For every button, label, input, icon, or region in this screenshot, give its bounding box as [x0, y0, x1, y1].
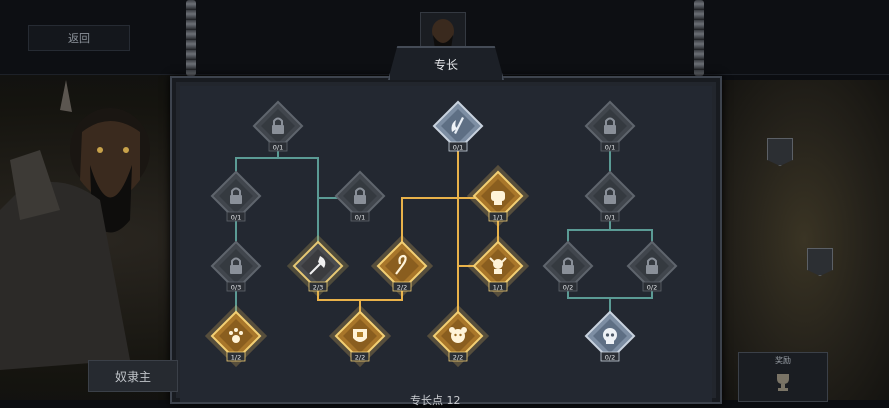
hero-portrait	[0, 80, 150, 370]
back-button[interactable]: 返回	[28, 25, 130, 51]
talent-rank-label: 1/1	[493, 214, 503, 222]
talent-node[interactable]: 0/1	[252, 100, 304, 152]
world-map-backdrop	[719, 80, 889, 400]
beast-icon	[449, 327, 467, 343]
talent-node[interactable]: 1/2	[204, 304, 268, 368]
lock-icon	[354, 187, 366, 204]
lock-icon	[646, 257, 658, 274]
trophy-icon	[777, 374, 789, 391]
talent-rank-label: 2/2	[453, 354, 463, 362]
talent-rank-label: 0/1	[605, 214, 615, 222]
talent-node[interactable]: 1/1	[466, 164, 530, 228]
talent-connections	[235, 146, 653, 336]
lock-icon	[562, 257, 574, 274]
lock-icon	[604, 187, 616, 204]
reward-label: 奖励	[775, 356, 791, 365]
talent-node[interactable]: 0/1	[432, 100, 484, 152]
map-lock-icon	[807, 248, 833, 276]
map-lock-icon	[767, 138, 793, 166]
talent-node[interactable]: 0/1	[334, 170, 386, 222]
lock-icon	[230, 187, 242, 204]
talent-rank-label: 0/2	[647, 284, 657, 292]
talent-node[interactable]: 0/1	[210, 170, 262, 222]
talent-node[interactable]: 2/3	[286, 234, 350, 298]
lock-icon	[272, 117, 284, 134]
talent-node[interactable]: 0/2	[626, 240, 678, 292]
talent-node[interactable]: 2/2	[328, 304, 392, 368]
talent-link	[567, 216, 611, 246]
talent-node[interactable]: 2/2	[370, 234, 434, 298]
talent-node[interactable]: 2/2	[426, 304, 490, 368]
shield-fist-icon	[353, 329, 367, 342]
hero-avatar-icon	[432, 19, 454, 49]
lock-icon	[604, 117, 616, 134]
talent-rank-label: 0/1	[605, 144, 615, 152]
talent-node[interactable]: 0/2	[584, 310, 636, 362]
whip-icon	[395, 254, 407, 275]
talent-link	[235, 146, 279, 176]
reward-button[interactable]: 奖励	[738, 352, 828, 402]
paw-icon	[229, 328, 243, 343]
skull-icon	[603, 328, 617, 344]
talent-rank-label: 0/1	[453, 144, 463, 152]
talent-node[interactable]: 0/2	[542, 240, 594, 292]
talent-link	[610, 229, 653, 246]
talent-points-label: 专长点 12	[410, 394, 461, 407]
chain-left	[186, 0, 196, 76]
talent-rank-label: 1/1	[493, 284, 503, 292]
talent-node[interactable]: 1/1	[466, 234, 530, 298]
talent-rank-label: 2/3	[313, 284, 323, 292]
talent-rank-label: 0/3	[231, 284, 241, 292]
talent-rank-label: 2/2	[355, 354, 365, 362]
talent-rank-label: 0/2	[605, 354, 615, 362]
flame-sword-icon	[451, 117, 464, 134]
chain-right	[694, 0, 704, 76]
talent-rank-label: 2/2	[397, 284, 407, 292]
talent-link	[567, 286, 653, 299]
talent-rank-label: 0/2	[563, 284, 573, 292]
tab-specialty[interactable]: 专长	[388, 46, 504, 80]
fist-icon	[491, 191, 505, 205]
talent-node[interactable]: 0/3	[210, 240, 262, 292]
talent-rank-label: 0/1	[355, 214, 365, 222]
hero-name-plate: 奴隶主	[88, 360, 178, 392]
talent-node[interactable]: 0/1	[584, 170, 636, 222]
rally-icon	[489, 257, 507, 274]
talent-nodes: 0/1 0/1 0/1 0/1 0/1 1/1 0/1 0/3 2/3 2/2 1/1 0/2 0/2 1…	[204, 100, 678, 368]
talent-link	[317, 286, 403, 301]
talent-rank-label: 0/1	[273, 144, 283, 152]
talent-link	[401, 197, 458, 246]
lock-icon	[230, 257, 242, 274]
talent-rank-label: 1/2	[231, 354, 241, 362]
axe-icon	[309, 256, 326, 275]
talent-rank-label: 0/1	[231, 214, 241, 222]
talent-node[interactable]: 0/1	[584, 100, 636, 152]
